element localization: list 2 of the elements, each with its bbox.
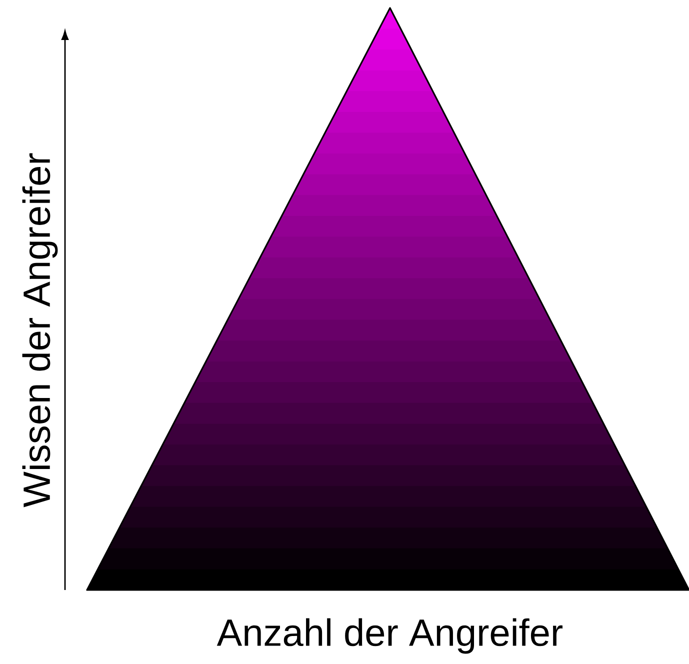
axis-label: Wissen der Angreifer (22, 153, 58, 508)
axis-label: Anzahl der Angreifer (216, 618, 562, 654)
